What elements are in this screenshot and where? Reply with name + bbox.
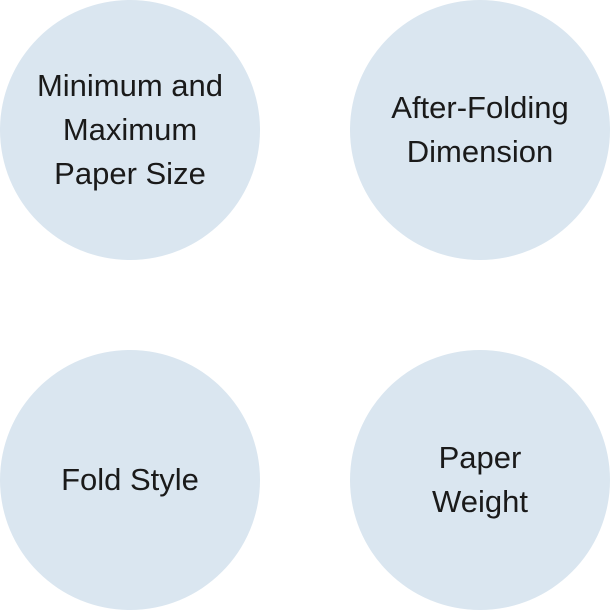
circle-label: Paper Weight xyxy=(432,436,528,524)
label-line: Paper Size xyxy=(54,156,206,191)
circle-label: Fold Style xyxy=(61,458,199,502)
circle-label: After-Folding Dimension xyxy=(391,86,568,174)
label-line: Maximum xyxy=(62,112,198,147)
label-line: Dimension xyxy=(406,134,554,169)
circle-minimum-maximum-paper-size: Minimum and Maximum Paper Size xyxy=(0,0,260,260)
circle-paper-weight: Paper Weight xyxy=(350,350,610,610)
circle-label: Minimum and Maximum Paper Size xyxy=(37,64,223,196)
label-line: Minimum and xyxy=(36,68,224,103)
circle-after-folding-dimension: After-Folding Dimension xyxy=(350,0,610,260)
label-line: Weight xyxy=(432,484,528,519)
circle-fold-style: Fold Style xyxy=(0,350,260,610)
label-line: After-Folding xyxy=(391,90,569,125)
label-line: Paper xyxy=(438,440,522,475)
label-line: Fold Style xyxy=(61,462,199,497)
